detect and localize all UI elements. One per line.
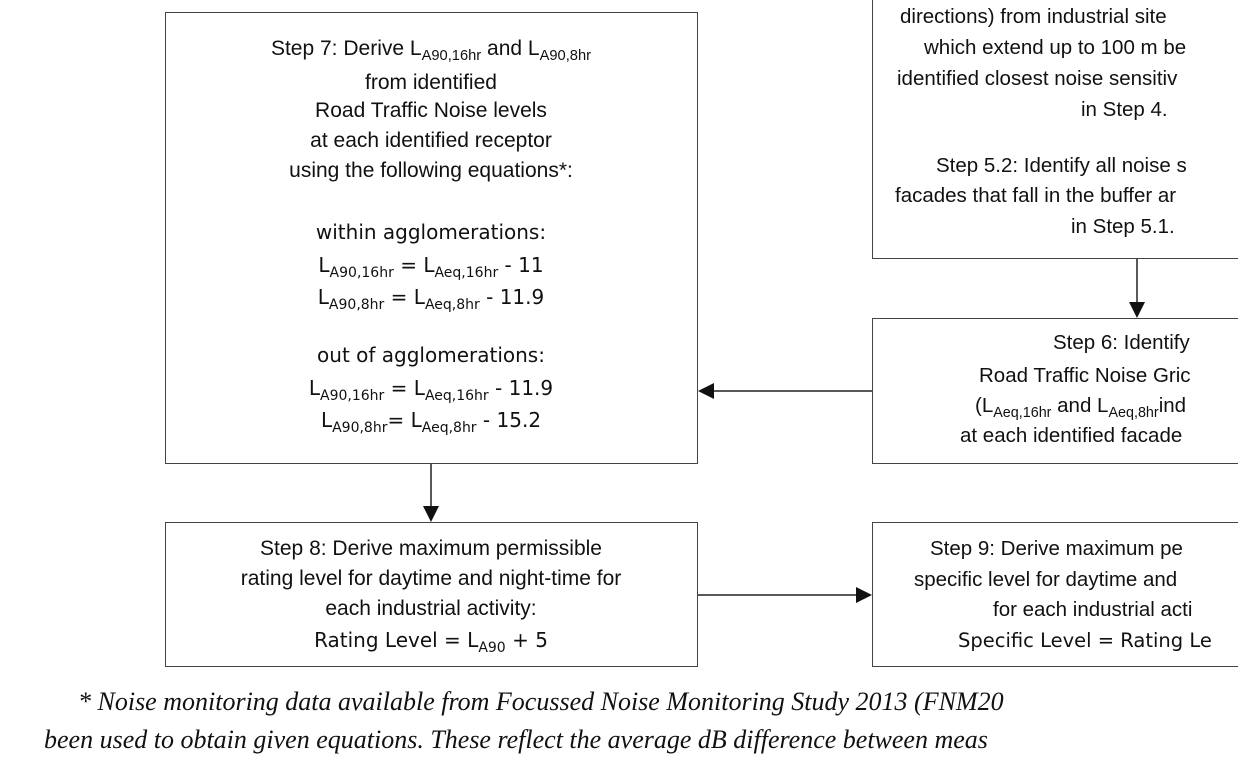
step6-line: (LAeq,16hr and LAeq,8hrind — [975, 393, 1187, 422]
arrowhead — [1129, 302, 1145, 318]
step8-line: each industrial activity: — [325, 597, 537, 620]
arrowhead — [856, 587, 872, 603]
step7-title: Step 7: Derive LA90,16hr and LA90,8hr — [165, 36, 697, 65]
out-equation-8hr: LA90,8hr= LAeq,8hr - 15.2 — [165, 407, 697, 436]
footnote-line-2: been used to obtain given equations. The… — [44, 725, 988, 754]
out-agglomerations-heading: out of agglomerations: — [317, 343, 545, 367]
text: (L — [975, 394, 994, 417]
step5-box — [872, 0, 1238, 259]
subscript: A90,16hr — [329, 264, 394, 281]
text: ind — [1158, 394, 1187, 417]
text: - 11.9 — [488, 376, 554, 400]
step6-line: at each identified facade — [960, 424, 1183, 447]
subscript: Aeq,8hr — [1108, 405, 1159, 422]
step7-line: using the following equations*: — [289, 159, 573, 182]
subscript: Aeq,8hr — [424, 296, 480, 313]
text: L — [317, 285, 329, 309]
text: Step 7: Derive L — [270, 37, 422, 60]
subscript: A90,8hr — [332, 419, 388, 436]
within-agglomerations-heading: within agglomerations: — [315, 220, 547, 244]
text: = L — [384, 376, 425, 400]
step5-line: in Step 5.1. — [1071, 215, 1175, 238]
arrowhead — [698, 383, 714, 399]
arrowhead — [423, 506, 439, 522]
subscript: A90,16hr — [320, 387, 385, 404]
step5-line: which extend up to 100 m be — [924, 36, 1187, 59]
subscript: A90,8hr — [539, 48, 592, 65]
text: = L — [393, 253, 435, 277]
subscript: Aeq,16hr — [424, 387, 489, 404]
specific-level-equation: Specific Level = Rating Le — [958, 629, 1212, 652]
rating-level-equation: Rating Level = LA90 + 5 — [165, 627, 697, 656]
text: and L — [481, 37, 540, 60]
subscript: A90,8hr — [328, 296, 385, 313]
step5-line: directions) from industrial site — [900, 5, 1167, 28]
within-equation-8hr: LA90,8hr = LAeq,8hr - 11.9 — [165, 284, 697, 313]
text: L — [318, 253, 330, 277]
text: - 11.9 — [479, 285, 545, 309]
text: - 11 — [498, 253, 544, 277]
step5-line: Step 5.2: Identify all noise s — [936, 154, 1187, 177]
step8-box — [165, 522, 698, 667]
subscript: Aeq,8hr — [421, 419, 477, 436]
text: + 5 — [505, 628, 548, 652]
subscript: A90 — [478, 639, 506, 656]
text: and L — [1051, 394, 1109, 417]
step6-box — [872, 318, 1238, 464]
step5-line: facades that fall in the buffer ar — [895, 184, 1177, 207]
out-equation-16hr: LA90,16hr = LAeq,16hr - 11.9 — [165, 375, 697, 404]
text: - 15.2 — [476, 408, 542, 432]
step6-title: Step 6: Identify — [1053, 331, 1190, 354]
step9-box — [872, 522, 1238, 667]
text: = L — [387, 408, 422, 432]
step7-line: at each identified receptor — [310, 129, 552, 152]
text: L — [308, 376, 321, 400]
footnote-line-1: * Noise monitoring data available from F… — [78, 687, 1004, 716]
step6-line: Road Traffic Noise Gric — [979, 364, 1191, 387]
subscript: Aeq,16hr — [993, 405, 1052, 422]
step8-line: rating level for daytime and night-time … — [240, 567, 622, 590]
step9-line: for each industrial acti — [993, 598, 1193, 621]
step7-box — [165, 12, 698, 464]
subscript: A90,16hr — [421, 48, 482, 65]
text: L — [320, 408, 333, 432]
step5-line: identified closest noise sensitiv — [897, 67, 1178, 90]
text: Rating Level = L — [314, 628, 479, 652]
text: = L — [384, 285, 425, 309]
step5-line: in Step 4. — [1081, 98, 1168, 121]
step9-line: specific level for daytime and — [914, 568, 1178, 591]
subscript: Aeq,16hr — [434, 264, 499, 281]
step8-title: Step 8: Derive maximum permissible — [260, 537, 602, 560]
step7-line: from identified — [365, 71, 497, 94]
within-equation-16hr: LA90,16hr = LAeq,16hr - 11 — [165, 252, 697, 281]
step9-title: Step 9: Derive maximum pe — [930, 537, 1183, 560]
step7-line: Road Traffic Noise levels — [315, 99, 547, 122]
